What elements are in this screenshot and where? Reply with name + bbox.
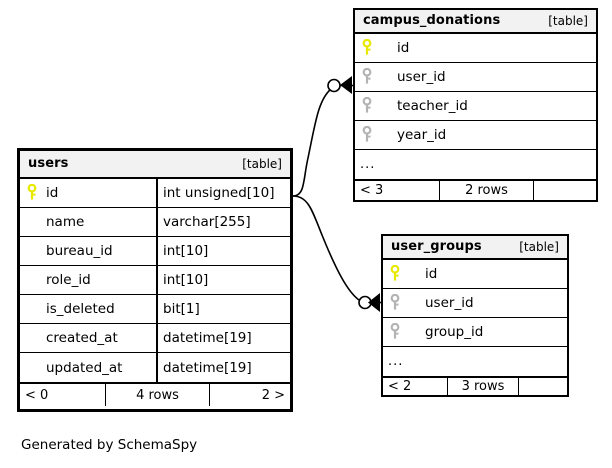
relationship-edge-users-campus_donations bbox=[292, 88, 332, 197]
column-name: created_at bbox=[46, 330, 118, 346]
table-user-groups-footer: < 2 3 rows bbox=[383, 376, 567, 395]
table-row[interactable]: role_id int[10] bbox=[20, 266, 290, 295]
column-type: int[10] bbox=[163, 272, 209, 288]
next-page-button[interactable]: 2 > bbox=[261, 387, 285, 403]
table-users-title: users bbox=[28, 156, 69, 171]
no-key-icon bbox=[26, 329, 38, 347]
column-name: user_id bbox=[425, 295, 474, 311]
next-page-button[interactable] bbox=[519, 378, 567, 395]
table-user-groups-columns: id user_id group_id ... bbox=[383, 260, 567, 376]
relationship-edge-users-user_groups bbox=[292, 195, 360, 301]
column-name-cell: group_id bbox=[383, 318, 567, 346]
column-name-cell: user_id bbox=[355, 63, 596, 91]
column-name: teacher_id bbox=[397, 98, 468, 115]
row-count-label: 2 rows bbox=[440, 181, 534, 200]
table-users[interactable]: users [table] id int unsigned[10] name v… bbox=[17, 148, 293, 412]
column-type: int unsigned[10] bbox=[163, 185, 275, 201]
table-row[interactable]: group_id bbox=[383, 318, 567, 347]
table-row[interactable]: id int unsigned[10] bbox=[20, 179, 290, 208]
table-users-columns: id int unsigned[10] name varchar[255] bu… bbox=[20, 179, 290, 382]
foreign-key-icon bbox=[361, 97, 373, 115]
column-name-cell: updated_at bbox=[20, 353, 158, 382]
prev-page-button[interactable]: < 2 bbox=[383, 378, 448, 395]
column-name: name bbox=[46, 214, 85, 230]
column-name: group_id bbox=[425, 324, 484, 340]
table-row[interactable]: is_deleted bit[1] bbox=[20, 295, 290, 324]
table-campus-donations-title: campus_donations bbox=[363, 13, 501, 29]
column-name: role_id bbox=[46, 272, 91, 288]
edge-zero-marker-campus_donations bbox=[327, 78, 341, 93]
edge-crowsfoot-campus_donations bbox=[340, 76, 352, 94]
table-campus-donations-kind: [table] bbox=[548, 13, 588, 28]
table-row[interactable]: teacher_id bbox=[355, 92, 596, 122]
table-user-groups[interactable]: user_groups [table] id user_id bbox=[381, 234, 569, 397]
generated-by-caption: Generated by SchemaSpy bbox=[21, 437, 198, 453]
more-columns-indicator: ... bbox=[360, 157, 376, 173]
table-row[interactable]: id bbox=[355, 34, 596, 64]
table-user-groups-title: user_groups bbox=[391, 239, 482, 254]
edge-crowsfoot-user_groups bbox=[368, 293, 380, 312]
table-row[interactable]: id bbox=[383, 260, 567, 289]
column-name-cell: id bbox=[20, 179, 158, 207]
next-page-button[interactable] bbox=[534, 181, 596, 200]
table-campus-donations-footer: < 3 2 rows bbox=[355, 179, 596, 200]
table-user-groups-kind: [table] bbox=[519, 239, 559, 254]
table-campus-donations-header: campus_donations [table] bbox=[355, 10, 596, 35]
primary-key-icon bbox=[389, 265, 401, 283]
table-row[interactable]: bureau_id int[10] bbox=[20, 237, 290, 266]
foreign-key-icon bbox=[389, 294, 401, 312]
row-count-label: 4 rows bbox=[106, 384, 210, 406]
table-row[interactable]: year_id bbox=[355, 121, 596, 151]
column-type: bit[1] bbox=[163, 301, 200, 317]
primary-key-icon bbox=[26, 184, 38, 202]
no-key-icon bbox=[26, 242, 38, 260]
table-users-kind: [table] bbox=[242, 156, 282, 171]
column-type: datetime[19] bbox=[163, 330, 252, 346]
prev-page-button[interactable]: < 0 bbox=[20, 384, 106, 406]
no-key-icon bbox=[26, 359, 38, 377]
primary-key-icon bbox=[361, 39, 373, 57]
column-type: varchar[255] bbox=[163, 214, 251, 230]
table-user-groups-header: user_groups [table] bbox=[383, 236, 567, 260]
column-name-cell: created_at bbox=[20, 324, 158, 352]
column-name-cell: role_id bbox=[20, 266, 158, 294]
table-row[interactable]: user_id bbox=[383, 289, 567, 318]
row-count-label: 3 rows bbox=[448, 378, 519, 395]
column-name-cell: year_id bbox=[355, 121, 596, 149]
column-type: datetime[19] bbox=[163, 359, 252, 376]
no-key-icon bbox=[26, 213, 38, 231]
table-row[interactable]: user_id bbox=[355, 63, 596, 93]
column-name-cell: id bbox=[355, 34, 596, 62]
table-campus-donations-columns: id user_id teacher_id bbox=[355, 34, 596, 179]
column-name: id bbox=[397, 40, 410, 57]
column-name-cell: teacher_id bbox=[355, 92, 596, 120]
column-name: id bbox=[46, 185, 59, 201]
more-columns-indicator: ... bbox=[388, 354, 404, 369]
prev-page-button[interactable]: < 3 bbox=[355, 181, 440, 200]
table-campus-donations[interactable]: campus_donations [table] id user_id bbox=[353, 8, 598, 202]
column-name: id bbox=[425, 266, 438, 282]
table-row[interactable]: created_at datetime[19] bbox=[20, 324, 290, 353]
foreign-key-icon bbox=[389, 323, 401, 341]
column-name-cell: name bbox=[20, 208, 158, 236]
column-type: int[10] bbox=[163, 243, 209, 259]
column-name-cell: user_id bbox=[383, 289, 567, 317]
column-name-cell: is_deleted bbox=[20, 295, 158, 323]
column-name: user_id bbox=[397, 69, 446, 86]
no-key-icon bbox=[26, 271, 38, 289]
column-name-cell: id bbox=[383, 260, 567, 288]
table-users-footer: < 0 4 rows 2 > bbox=[20, 382, 290, 406]
foreign-key-icon bbox=[361, 68, 373, 86]
table-row[interactable]: updated_at datetime[19] bbox=[20, 353, 290, 382]
edge-zero-marker-user_groups bbox=[358, 295, 372, 310]
column-name-cell: bureau_id bbox=[20, 237, 158, 265]
column-name: updated_at bbox=[46, 359, 123, 376]
column-name: year_id bbox=[397, 127, 447, 144]
table-users-header: users [table] bbox=[20, 151, 290, 179]
foreign-key-icon bbox=[361, 126, 373, 144]
no-key-icon bbox=[26, 300, 38, 318]
table-row[interactable]: name varchar[255] bbox=[20, 208, 290, 237]
column-name: is_deleted bbox=[46, 301, 115, 317]
column-name: bureau_id bbox=[46, 243, 113, 259]
